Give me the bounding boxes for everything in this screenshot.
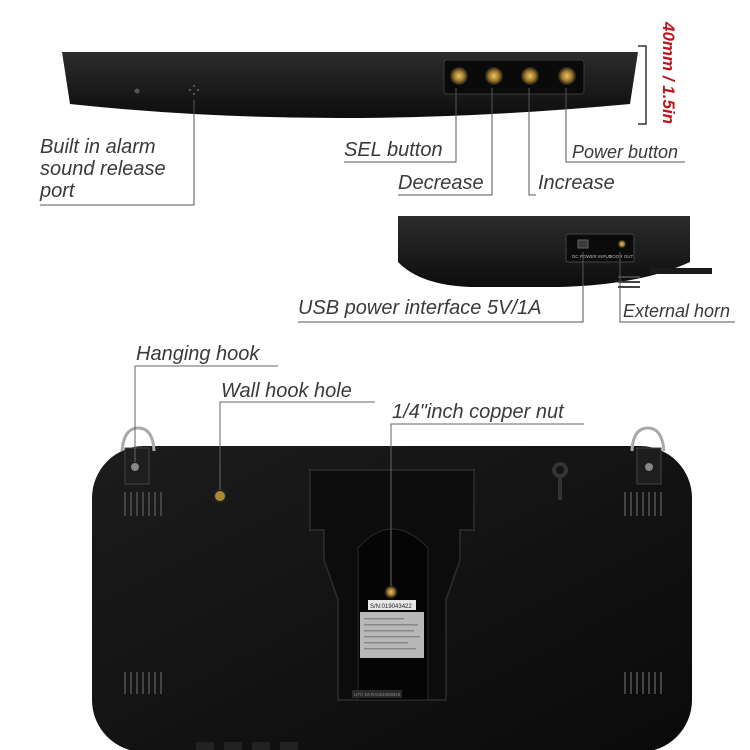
sel-button-label: SEL button [344, 139, 443, 161]
alarm-port-label-line3: port [40, 180, 75, 202]
usb-power-label: USB power interface 5V/1A [298, 297, 542, 319]
serial-number: S/N:019043422 [370, 604, 412, 610]
decrease-label: Decrease [398, 172, 484, 194]
feet [196, 742, 298, 750]
buttons [450, 67, 576, 85]
alarm-dot [134, 88, 140, 94]
side-vents [618, 276, 640, 288]
alarm-port-label-line2: sound release [40, 158, 166, 180]
info-sticker [360, 612, 424, 658]
side-body [398, 216, 690, 287]
copper-nut [384, 585, 398, 599]
bottom-sticker-text: UTC 16-RA2k4s0SB18 [354, 692, 401, 697]
usb-port [577, 239, 589, 249]
hanging-hook-label: Hanging hook [136, 343, 260, 365]
hook-screw-left [131, 463, 139, 471]
horn-jack [618, 240, 626, 248]
vents-left-bottom [124, 672, 162, 694]
hanging-hook-left [120, 426, 156, 452]
vents-right-bottom [624, 672, 662, 694]
hook-screw-right [645, 463, 653, 471]
wall-hook-hole-left [213, 489, 227, 503]
serial-sticker [368, 600, 416, 610]
wall-hook-hole-label: Wall hook hole [221, 380, 352, 402]
increase-label: Increase [538, 172, 615, 194]
increase-button-knob [521, 67, 539, 85]
power-button-knob [558, 67, 576, 85]
alarm-port-label-line1: Built in alarm [40, 136, 156, 158]
bottom-sticker [352, 690, 402, 698]
cable [650, 268, 712, 274]
dimension-indicator: 40mm / 1.5in [652, 8, 678, 138]
dimension-bracket [638, 45, 647, 125]
hanging-hook-right [630, 426, 666, 452]
sel-button-knob [450, 67, 468, 85]
external-horn-label: External horn [623, 301, 731, 321]
button-bar [443, 59, 585, 95]
vents-left-top [124, 492, 162, 516]
alarm-port-label: Built in alarm sound release port [40, 136, 166, 202]
vents-right-top [624, 492, 662, 516]
wall-hook-hole-right [552, 462, 569, 500]
dc-power-port-label: DC POWER INPUT [572, 254, 612, 259]
decrease-button-knob [485, 67, 503, 85]
power-button-label: Power button [572, 142, 679, 162]
speaker-holes-icon [188, 84, 200, 96]
horn-port-label: DOOR OUT [609, 254, 634, 259]
dimension-label: 40mm / 1.5in [659, 21, 678, 125]
copper-nut-label: 1/4"inch copper nut [392, 401, 564, 423]
